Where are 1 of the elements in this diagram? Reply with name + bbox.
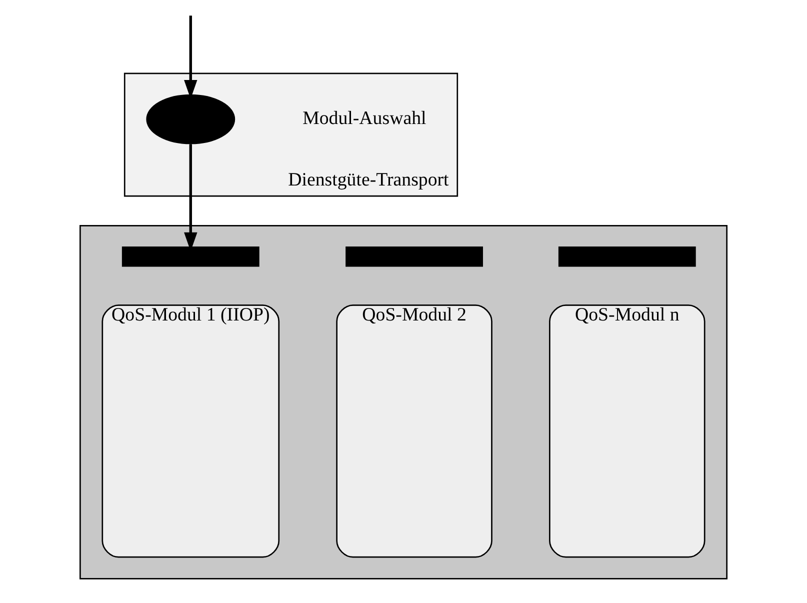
node-label: Modul-Auswahl	[302, 108, 426, 130]
